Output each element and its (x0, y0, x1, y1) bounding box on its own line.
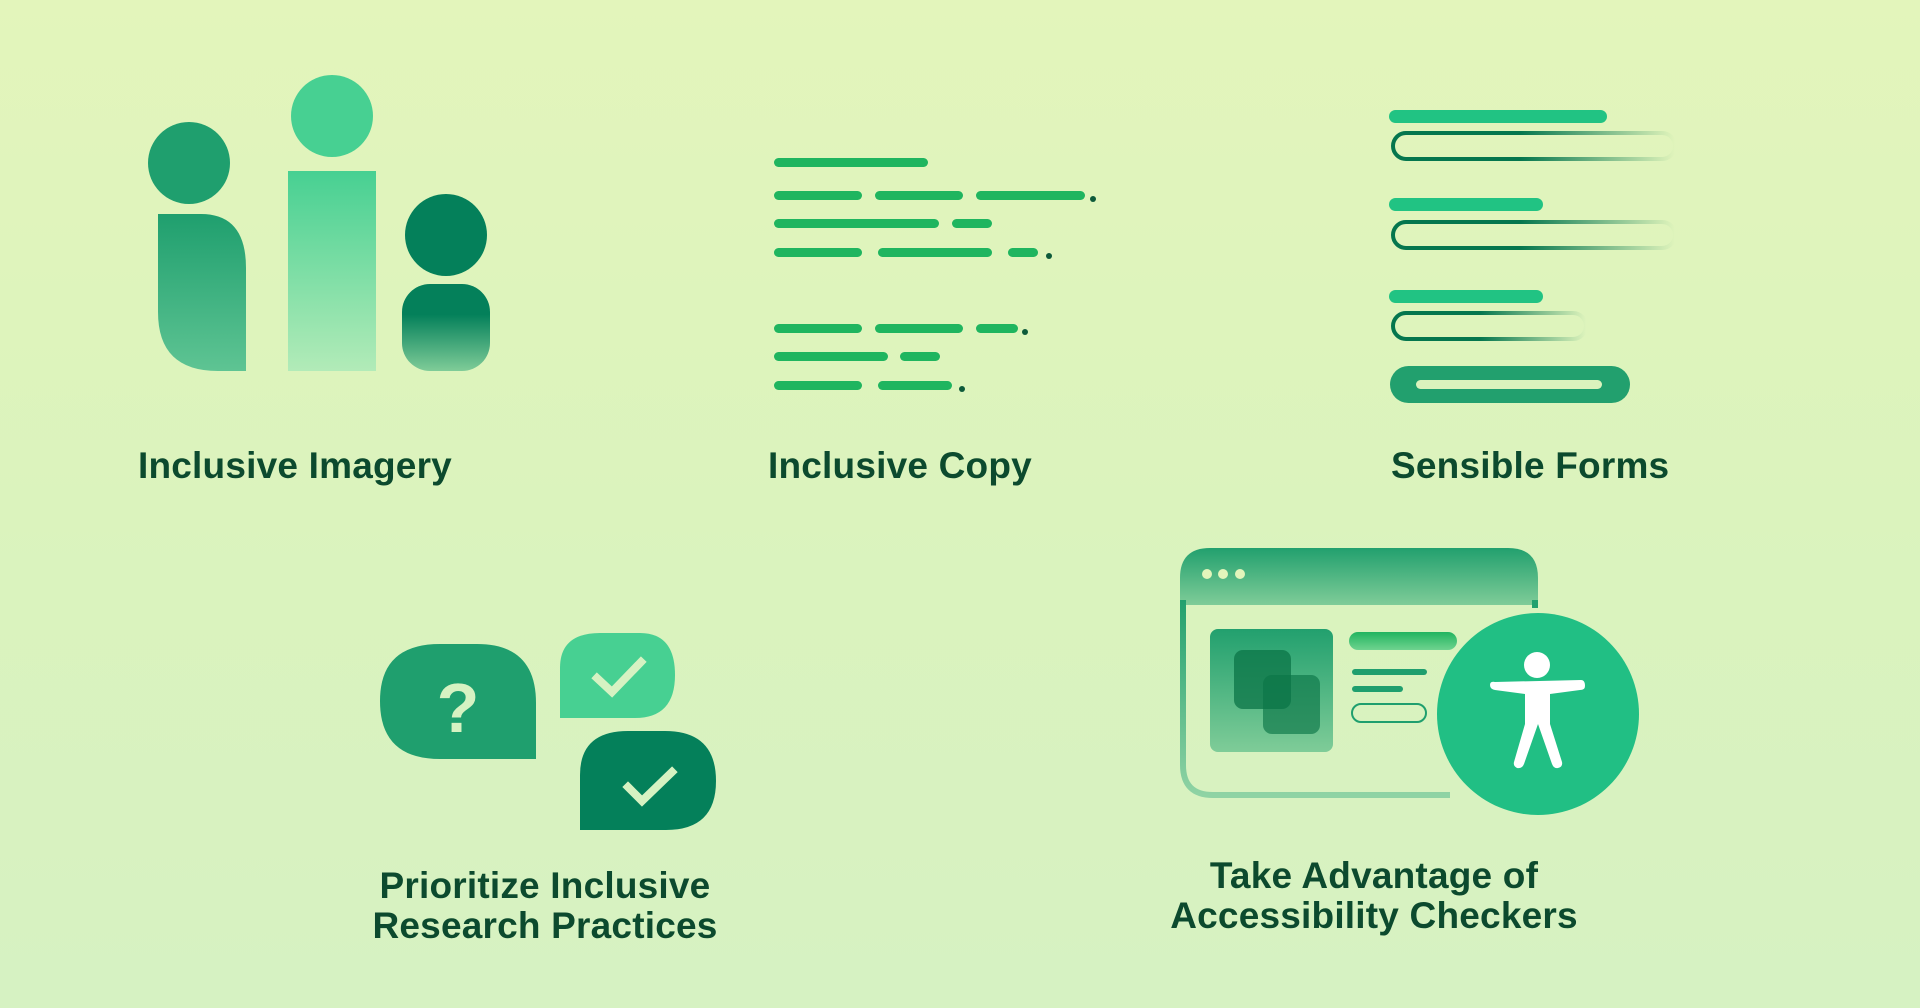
question-mark-icon: ? (437, 669, 480, 747)
accessibility-person-icon (1490, 652, 1585, 769)
card-label: Inclusive Imagery (138, 445, 452, 486)
card-label: Take Advantage of Accessibility Checkers (1170, 855, 1578, 936)
card-label: Sensible Forms (1391, 445, 1670, 486)
speech-bubbles-icon: ? (380, 633, 716, 830)
check-icon (622, 766, 678, 807)
form-fields-icon (1389, 110, 1677, 403)
accessibility-browser-icon (1180, 548, 1639, 815)
check-icon (591, 656, 647, 698)
card-label: Inclusive Copy (768, 445, 1032, 486)
people-figures-icon (148, 75, 490, 371)
card-label: Prioritize Inclusive Research Practices (372, 865, 718, 946)
